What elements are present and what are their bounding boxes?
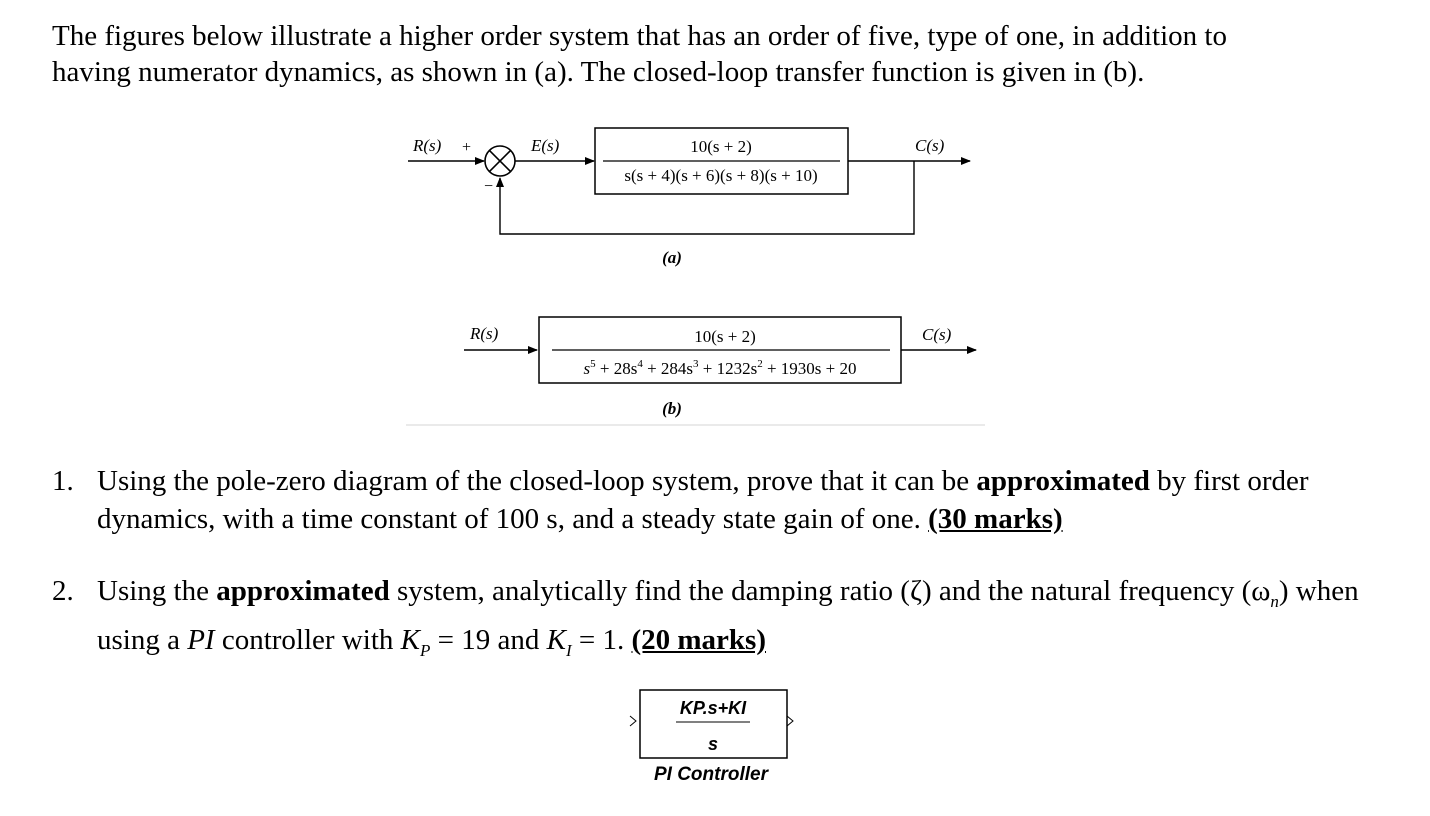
pi-denominator: s	[708, 734, 718, 754]
pi-block-box	[639, 689, 788, 759]
intro-paragraph: The figures below illustrate a higher or…	[52, 18, 1392, 90]
plant-numerator: 10(s + 2)	[690, 137, 752, 156]
fig-a-output-label: C(s)	[915, 136, 945, 155]
question-2-marks: (20 marks)	[631, 623, 766, 656]
summing-plus-sign: +	[462, 139, 471, 156]
question-1-text: Using the pole-zero diagram of the close…	[97, 465, 1309, 535]
question-1-marks: (30 marks)	[928, 503, 1063, 535]
figure-b: R(s) 10(s + 2) s5 + 28s4 + 284s3 + 1232s…	[406, 316, 985, 426]
question-2-number: 2.	[52, 575, 74, 607]
pi-output-port	[786, 715, 794, 727]
caption-b: (b)	[662, 399, 682, 418]
plant-denominator: s(s + 4)(s + 6)(s + 8)(s + 10)	[624, 166, 817, 185]
summing-junction	[484, 145, 516, 177]
question-2-text: Using the approximated system, analytica…	[97, 575, 1359, 660]
error-signal-label: E(s)	[530, 136, 560, 155]
caption-a: (a)	[662, 248, 682, 267]
closed-loop-denominator: s5 + 28s4 + 284s3 + 1232s2 + 1930s + 20	[583, 358, 856, 378]
pi-block-label: PI Controller	[654, 764, 770, 785]
intro-line-1: The figures below illustrate a higher or…	[52, 20, 1227, 52]
fig-b-input-label: R(s)	[469, 324, 499, 343]
question-2: 2. Using the approximated system, analyt…	[52, 572, 1392, 670]
summing-minus-sign: −	[484, 178, 493, 195]
closed-loop-numerator: 10(s + 2)	[694, 327, 756, 346]
fig-a-input-label: R(s)	[412, 136, 442, 155]
fig-b-output-label: C(s)	[922, 325, 952, 344]
pi-controller-block: KP.s+KI s PI Controller	[629, 689, 794, 785]
pi-numerator: KP.s+KI	[680, 698, 747, 718]
intro-line-2: having numerator dynamics, as shown in (…	[52, 56, 1145, 88]
question-1-number: 1.	[52, 465, 74, 497]
figure-a: R(s) + − E(s) 10(s + 2) s(s + 4)(s + 6)(…	[408, 127, 971, 267]
question-1: 1. Using the pole-zero diagram of the cl…	[52, 462, 1392, 538]
pi-input-port	[629, 715, 637, 727]
feedback-path	[496, 161, 915, 235]
